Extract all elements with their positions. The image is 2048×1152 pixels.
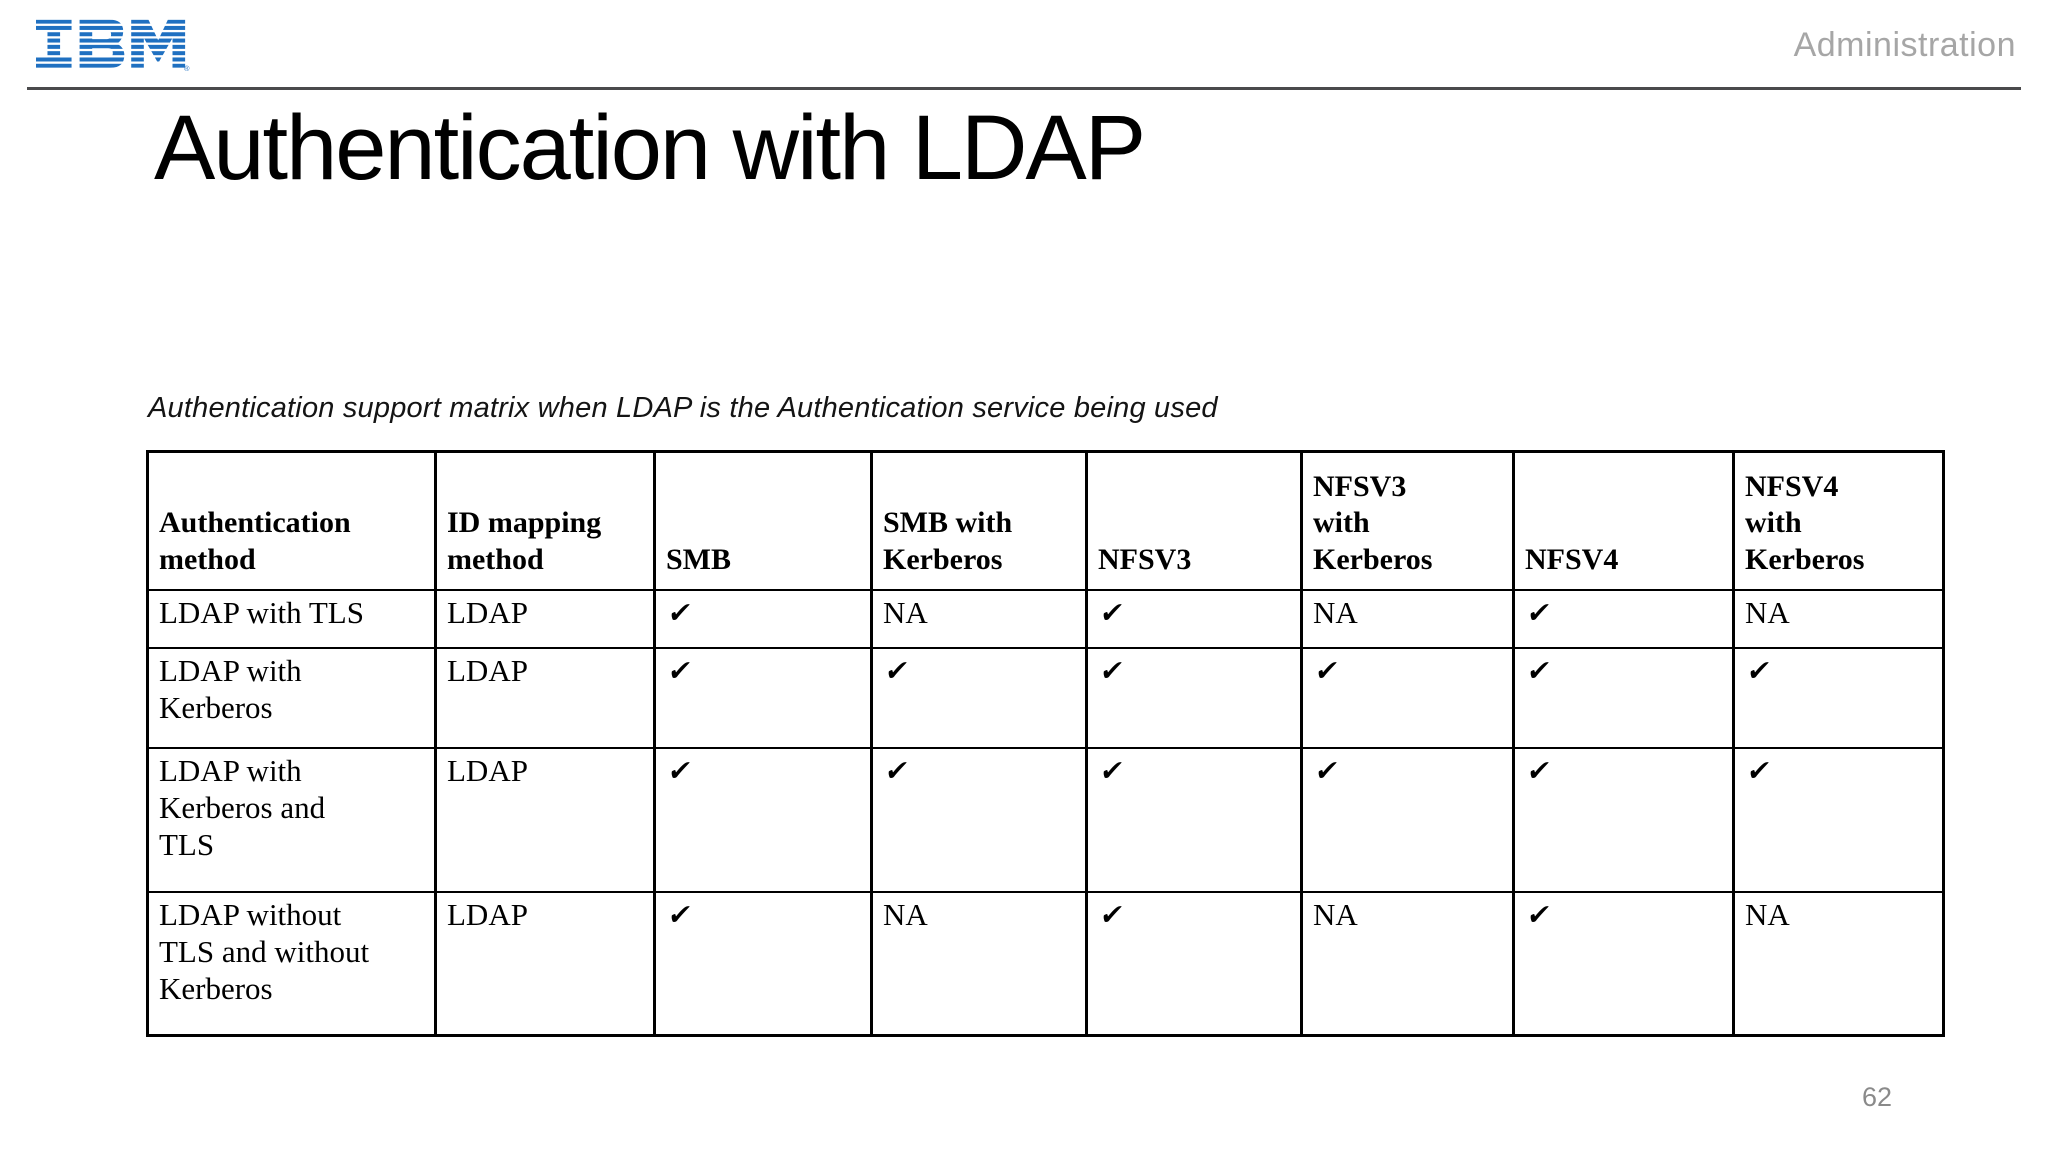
table-header-row: Authentication method ID mapping method …: [146, 450, 1945, 591]
check-icon: ✔: [666, 754, 694, 788]
check-cell: ✔: [870, 646, 1088, 749]
id-mapping-cell: LDAP: [434, 646, 656, 749]
na-cell: NA: [1732, 890, 1945, 1037]
check-icon: ✔: [1525, 596, 1553, 630]
table-row: LDAP without TLS and without Kerberos LD…: [146, 890, 1945, 1037]
na-cell: NA: [1300, 588, 1515, 649]
check-cell: ✔: [1732, 646, 1945, 749]
check-icon: ✔: [1525, 654, 1553, 688]
na-cell: NA: [870, 890, 1088, 1037]
check-icon: ✔: [666, 654, 694, 688]
auth-method-cell: LDAP with Kerberos and TLS: [146, 746, 437, 893]
check-cell: ✔: [1300, 646, 1515, 749]
check-cell: ✔: [1512, 588, 1735, 649]
check-cell: ✔: [1512, 646, 1735, 749]
table-row: LDAP with TLS LDAP ✔ NA ✔ NA ✔ NA: [146, 588, 1945, 649]
na-value: NA: [1313, 896, 1358, 932]
auth-method-cell: LDAP with TLS: [146, 588, 437, 649]
col-header-nfsv4: NFSV4: [1512, 450, 1735, 591]
check-cell: ✔: [1512, 746, 1735, 893]
col-header-smb-kerberos: SMB with Kerberos: [870, 450, 1088, 591]
page-title: Authentication with LDAP: [154, 97, 1146, 199]
col-header-authentication-method: Authentication method: [146, 450, 437, 591]
check-cell: ✔: [653, 588, 873, 649]
ibm-logo-icon: ®: [36, 19, 190, 73]
col-header-nfsv3: NFSV3: [1085, 450, 1303, 591]
check-cell: ✔: [653, 746, 873, 893]
na-value: NA: [1745, 594, 1790, 630]
check-cell: ✔: [1512, 890, 1735, 1037]
page-number: 62: [1861, 1082, 1892, 1112]
na-value: NA: [1745, 896, 1790, 932]
na-cell: NA: [1300, 890, 1515, 1037]
na-value: NA: [1313, 594, 1358, 630]
check-icon: ✔: [1098, 754, 1126, 788]
id-mapping-cell: LDAP: [434, 746, 656, 893]
header-divider: [27, 87, 2021, 90]
check-cell: ✔: [1085, 588, 1303, 649]
context-label: Administration: [1793, 26, 2016, 64]
check-icon: ✔: [1525, 754, 1553, 788]
table-caption: Authentication support matrix when LDAP …: [148, 392, 1218, 424]
check-cell: ✔: [1085, 746, 1303, 893]
check-cell: ✔: [653, 890, 873, 1037]
check-icon: ✔: [1098, 898, 1126, 932]
registered-mark: ®: [184, 64, 190, 73]
col-header-smb: SMB: [653, 450, 873, 591]
table-row: LDAP with Kerberos and TLS LDAP ✔ ✔ ✔ ✔ …: [146, 746, 1945, 893]
auth-method-cell: LDAP with Kerberos: [146, 646, 437, 749]
check-cell: ✔: [1085, 890, 1303, 1037]
check-icon: ✔: [1525, 898, 1553, 932]
check-cell: ✔: [870, 746, 1088, 893]
check-icon: ✔: [1313, 654, 1341, 688]
check-cell: ✔: [1300, 746, 1515, 893]
na-cell: NA: [1732, 588, 1945, 649]
id-mapping-cell: LDAP: [434, 890, 656, 1037]
auth-method-cell: LDAP without TLS and without Kerberos: [146, 890, 437, 1037]
col-header-nfsv3-kerberos: NFSV3 with Kerberos: [1300, 450, 1515, 591]
check-icon: ✔: [1098, 654, 1126, 688]
col-header-nfsv4-kerberos: NFSV4 with Kerberos: [1732, 450, 1945, 591]
auth-support-matrix-table: Authentication method ID mapping method …: [146, 450, 1945, 1037]
na-cell: NA: [870, 588, 1088, 649]
check-icon: ✔: [883, 654, 911, 688]
check-icon: ✔: [1313, 754, 1341, 788]
col-header-id-mapping-method: ID mapping method: [434, 450, 656, 591]
check-icon: ✔: [1098, 596, 1126, 630]
na-value: NA: [883, 594, 928, 630]
check-icon: ✔: [883, 754, 911, 788]
check-cell: ✔: [653, 646, 873, 749]
check-icon: ✔: [666, 596, 694, 630]
check-icon: ✔: [1745, 654, 1773, 688]
check-icon: ✔: [666, 898, 694, 932]
na-value: NA: [883, 896, 928, 932]
check-icon: ✔: [1745, 754, 1773, 788]
check-cell: ✔: [1085, 646, 1303, 749]
table-row: LDAP with Kerberos LDAP ✔ ✔ ✔ ✔ ✔ ✔: [146, 646, 1945, 749]
check-cell: ✔: [1732, 746, 1945, 893]
id-mapping-cell: LDAP: [434, 588, 656, 649]
